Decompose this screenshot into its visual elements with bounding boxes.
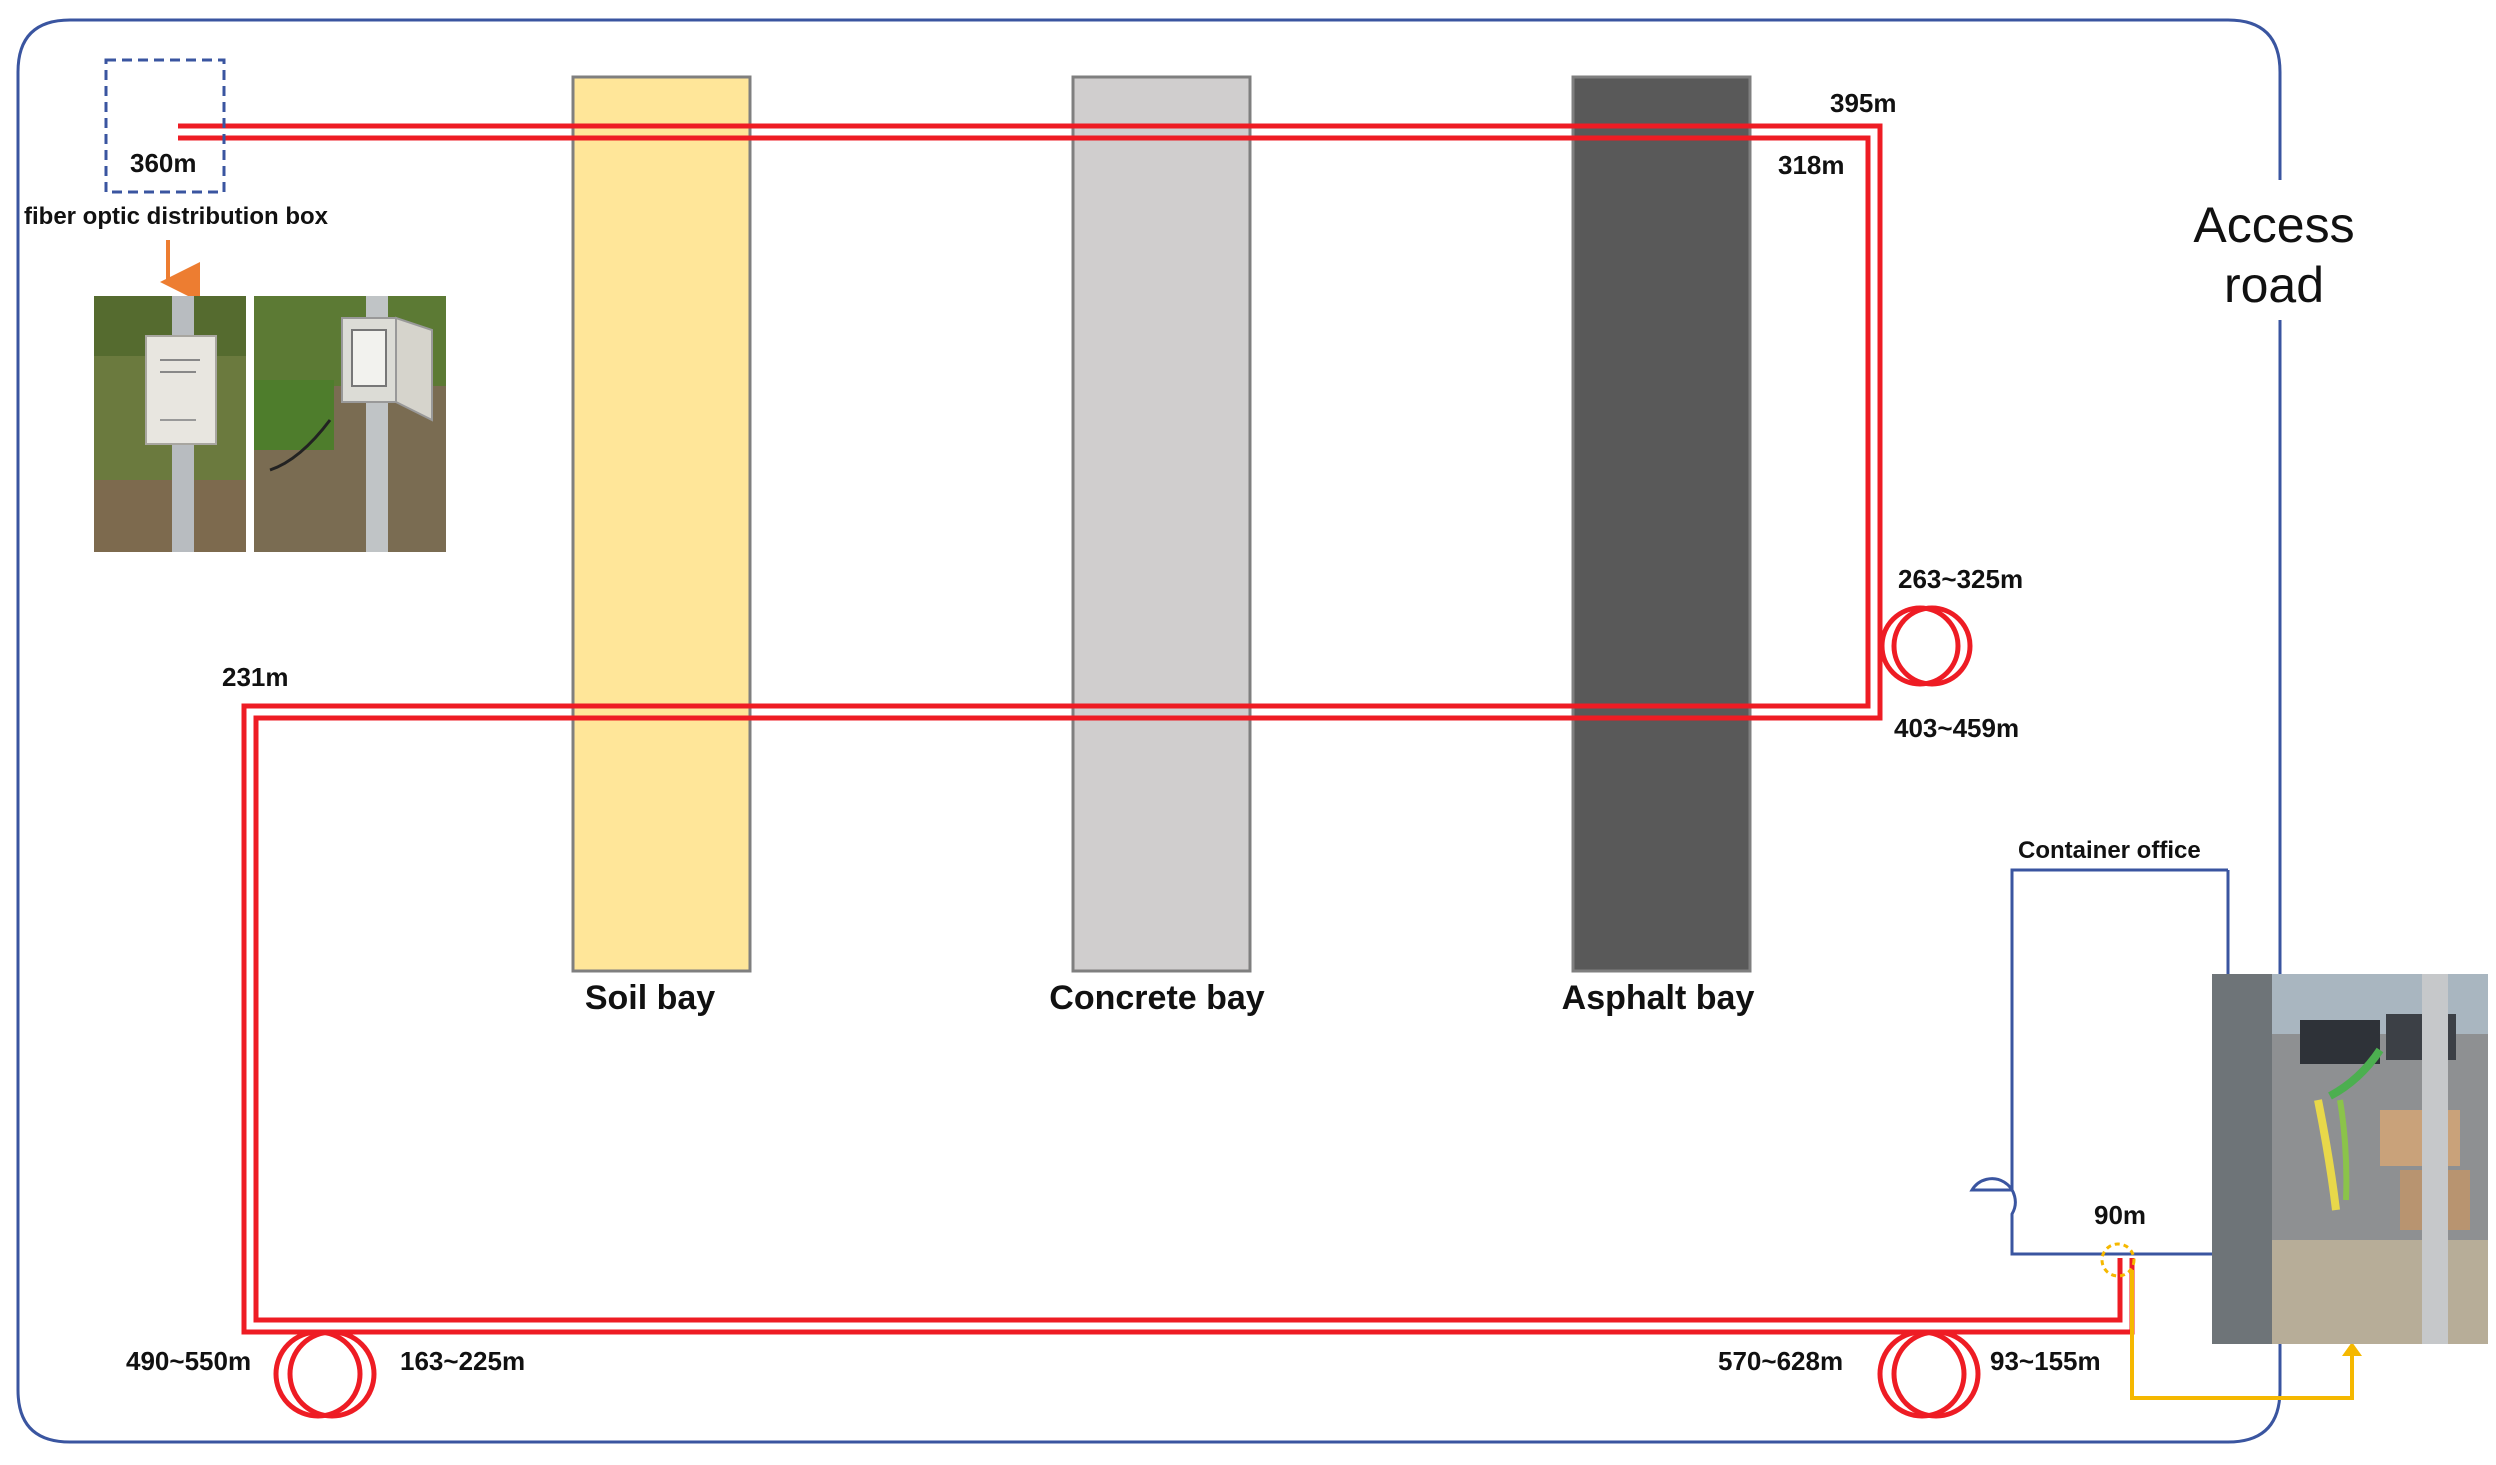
distribution-box-open-photo — [254, 296, 446, 552]
yellow-cable-line — [2130, 1270, 2354, 1400]
distance-label-318m: 318m — [1778, 150, 1845, 180]
distance-label-93-155m: 93~155m — [1990, 1346, 2101, 1376]
container-office-label: Container office — [2018, 837, 2201, 864]
distribution-box-marker — [104, 58, 226, 194]
distance-label-263-325m: 263~325m — [1898, 564, 2023, 594]
fiber-coil-right-middle — [1879, 605, 1973, 687]
yellow-cable-arrow — [2342, 1342, 2362, 1356]
entry-point-marker — [2100, 1242, 2136, 1278]
distance-label-403-459m: 403~459m — [1894, 713, 2019, 743]
distance-label-490-550m: 490~550m — [126, 1346, 251, 1376]
distance-label-163-225m: 163~225m — [400, 1346, 525, 1376]
distance-label-395m: 395m — [1830, 88, 1897, 118]
asphalt-bay — [1571, 75, 1752, 973]
distribution-box-closed-photo — [94, 296, 246, 552]
soil-bay — [571, 75, 752, 973]
fiber-coil-bottom-left — [273, 1329, 377, 1419]
access-road-outline — [16, 18, 2282, 1444]
distance-label-231m: 231m — [222, 662, 289, 692]
concrete-bay — [1071, 75, 1252, 973]
asphalt-bay-label: Asphalt bay — [1562, 979, 1755, 1017]
container-office-cable-photo — [2212, 974, 2488, 1344]
fiber-coil-bottom-right — [1877, 1329, 1981, 1419]
fiber-cable-route-outer — [178, 123, 2123, 1323]
container-office-outline — [1969, 868, 2228, 1256]
access-road-label-line1: Access — [2193, 197, 2354, 253]
distance-label-90m: 90m — [2094, 1200, 2146, 1230]
concrete-bay-label: Concrete bay — [1049, 979, 1264, 1017]
distance-label-570-628m: 570~628m — [1718, 1346, 1843, 1376]
distance-label-360m: 360m — [130, 148, 197, 178]
soil-bay-label: Soil bay — [585, 979, 715, 1017]
distribution-box-label: fiber optic distribution box — [24, 203, 329, 230]
access-road-label-line2: road — [2224, 257, 2324, 313]
